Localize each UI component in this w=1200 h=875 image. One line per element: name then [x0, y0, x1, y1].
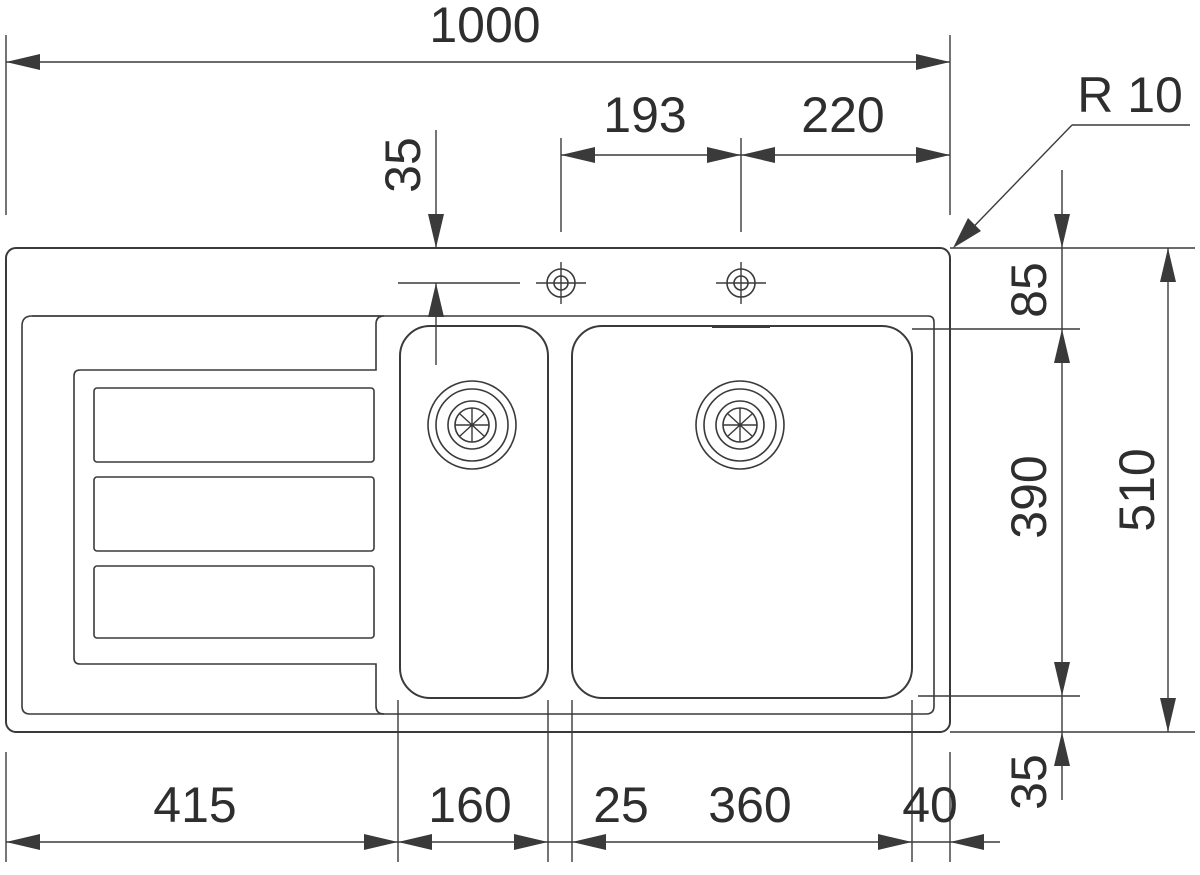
- corner-radius-callout: R 10: [953, 67, 1190, 248]
- small-bowl-width-label: 160: [428, 777, 511, 833]
- small-bowl-drain-icon: [427, 380, 517, 470]
- sink-outline: [5, 247, 951, 733]
- dimension-small-bowl-offset: 35: [375, 130, 520, 365]
- overall-depth-label: 510: [1109, 448, 1165, 531]
- drainer-frame: [32, 315, 935, 715]
- tap-offset-1-label: 193: [603, 87, 686, 143]
- overall-width-label: 1000: [429, 0, 540, 53]
- drainer-outer-edge: [21, 315, 384, 715]
- top-margin-label: 85: [1001, 262, 1057, 318]
- small-bowl: [399, 325, 549, 699]
- tap-hole-1-icon: [536, 262, 586, 304]
- tap-offset-2-label: 220: [801, 87, 884, 143]
- dimension-bottom-horizontal: 415 160 25 360 40: [5, 700, 1000, 862]
- bowl-gap-label: 25: [593, 777, 649, 833]
- large-bowl-width-label: 360: [708, 777, 791, 833]
- dimension-overall-width: 1000: [5, 0, 951, 215]
- corner-radius-label: R 10: [1077, 67, 1183, 123]
- large-bowl-drain-icon: [695, 380, 785, 470]
- drainer-grooves: [93, 387, 375, 639]
- dimension-right-vertical: 85 390 510 35: [912, 170, 1195, 810]
- drainer-width-label: 415: [153, 777, 236, 833]
- small-bowl-offset-label: 35: [375, 137, 431, 193]
- tap-hole-2-icon: [716, 262, 766, 304]
- large-bowl: [571, 325, 913, 699]
- right-margin-label: 40: [902, 777, 958, 833]
- bowl-depth-label: 390: [1001, 455, 1057, 538]
- bottom-margin-label: 35: [1001, 754, 1057, 810]
- dimension-tap-offsets: 193 220: [560, 87, 950, 232]
